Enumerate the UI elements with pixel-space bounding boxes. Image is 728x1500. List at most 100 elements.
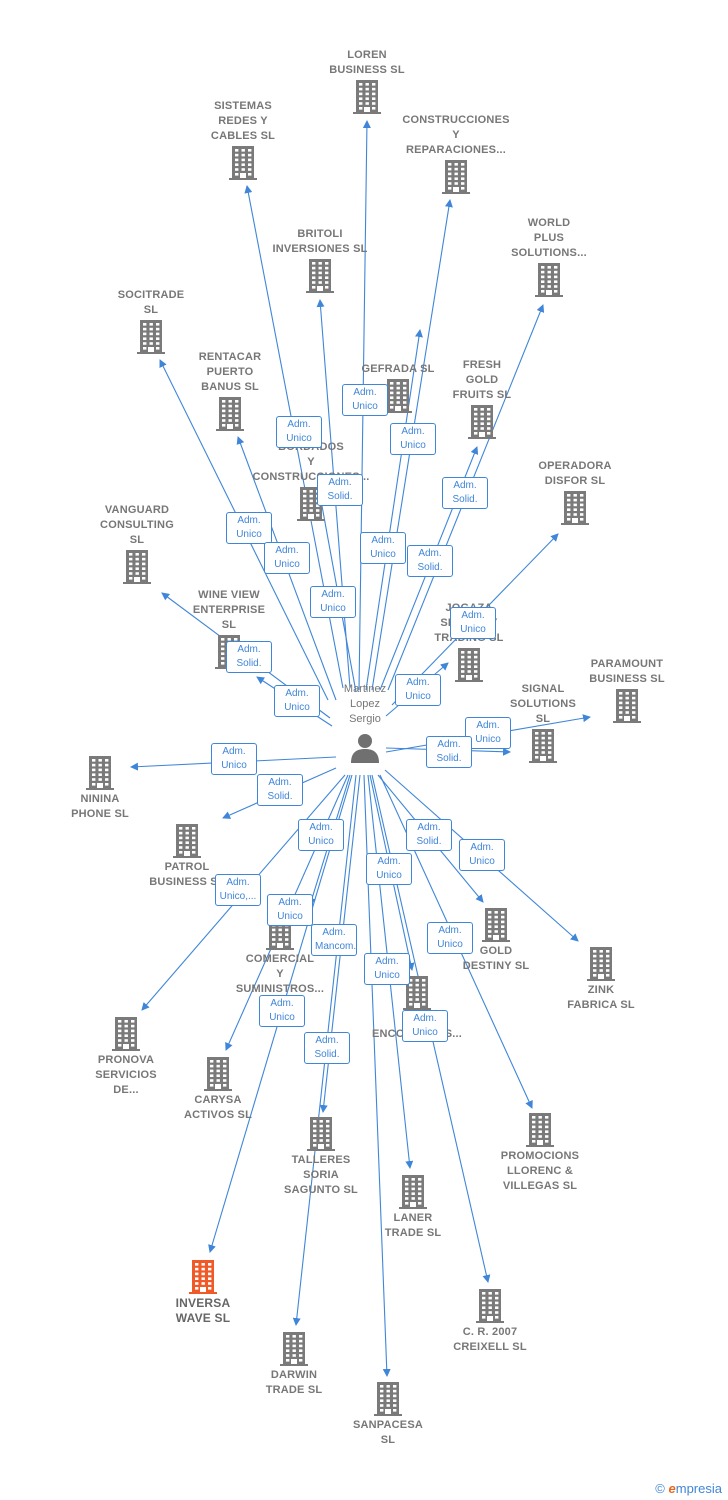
building-icon	[137, 320, 165, 354]
company-label: PRONOVA SERVICIOS DE...	[95, 1054, 157, 1096]
company-label: SANPACESA SL	[352, 1419, 424, 1446]
role-badge[interactable]: Adm. Unico	[211, 743, 257, 775]
company-node-sistemas[interactable]: SISTEMAS REDES Y CABLES SL	[178, 99, 308, 182]
company-node-gold[interactable]: GOLD DESTINY SL	[431, 906, 561, 974]
center-person-label: Martinez Lopez Sergio	[343, 683, 387, 725]
edge-7	[365, 329, 423, 691]
role-badge[interactable]: Adm. Unico	[360, 532, 406, 564]
role-badge[interactable]: Adm. Unico	[259, 995, 305, 1027]
role-badge[interactable]: Adm. Solid.	[426, 736, 472, 768]
role-badge[interactable]: Adm. Unico	[342, 384, 388, 416]
company-node-ninina[interactable]: NININA PHONE SL	[35, 754, 165, 822]
role-badge[interactable]: Adm. Solid.	[226, 641, 272, 673]
building-icon	[535, 263, 563, 297]
role-badge[interactable]: Adm. Unico	[450, 607, 496, 639]
company-node-promociones[interactable]: PROMOCIONS LLORENC & VILLEGAS SL	[475, 1111, 605, 1194]
role-badge[interactable]: Adm. Unico	[364, 953, 410, 985]
company-node-laner[interactable]: LANER TRADE SL	[348, 1173, 478, 1241]
company-label: SOCITRADE SL	[117, 289, 185, 316]
role-badge[interactable]: Adm. Unico	[402, 1010, 448, 1042]
company-node-loren[interactable]: LOREN BUSINESS SL	[302, 48, 432, 116]
building-icon	[280, 1332, 308, 1366]
role-badge[interactable]: Adm. Unico	[298, 819, 344, 851]
building-icon	[123, 550, 151, 584]
building-icon	[216, 397, 244, 431]
role-badge[interactable]: Adm. Solid.	[317, 474, 363, 506]
company-node-operadora[interactable]: OPERADORA DISFOR SL	[510, 459, 640, 527]
building-icon	[353, 80, 381, 114]
role-badge[interactable]: Adm. Mancom.	[311, 924, 357, 956]
company-label: NININA PHONE SL	[71, 793, 129, 820]
center-person-node[interactable]: Martinez Lopez Sergio	[330, 682, 400, 763]
role-badge[interactable]: Adm. Unico	[310, 586, 356, 618]
role-badge[interactable]: Adm. Solid.	[406, 819, 452, 851]
building-icon	[112, 1017, 140, 1051]
company-label: INVERSA WAVE SL	[175, 1296, 231, 1325]
brand-watermark: © empresia	[655, 1481, 722, 1496]
company-label: OPERADORA DISFOR SL	[538, 460, 612, 487]
role-badge[interactable]: Adm. Unico	[390, 423, 436, 455]
company-node-talleres[interactable]: TALLERES SORIA SAGUNTO SL	[256, 1115, 386, 1198]
building-icon	[307, 1117, 335, 1151]
company-node-pronova[interactable]: PRONOVA SERVICIOS DE...	[61, 1015, 191, 1098]
company-node-socitrade[interactable]: SOCITRADE SL	[86, 288, 216, 356]
role-badge[interactable]: Adm. Unico,...	[215, 874, 261, 906]
company-node-carysa[interactable]: CARYSA ACTIVOS SL	[153, 1055, 283, 1123]
company-node-britoli[interactable]: BRITOLI INVERSIONES SL	[255, 227, 385, 295]
building-icon	[561, 491, 589, 525]
company-node-sanpacesa[interactable]: SANPACESA SL	[323, 1380, 453, 1448]
company-node-gefrada[interactable]: GEFRADA SL	[333, 362, 463, 415]
company-node-fresh[interactable]: FRESH GOLD FRUITS SL	[417, 358, 547, 441]
company-label: LANER TRADE SL	[384, 1212, 442, 1239]
company-label: SIGNAL SOLUTIONS SL	[510, 683, 576, 725]
role-badge[interactable]: Adm. Solid.	[442, 477, 488, 509]
role-badge[interactable]: Adm. Unico	[427, 922, 473, 954]
company-label: COMERCIAL Y SUMINISTROS...	[235, 953, 325, 995]
building-icon	[476, 1289, 504, 1323]
building-icon	[468, 405, 496, 439]
building-icon	[399, 1175, 427, 1209]
role-badge[interactable]: Adm. Solid.	[407, 545, 453, 577]
company-node-paramount[interactable]: PARAMOUNT BUSINESS SL	[562, 657, 692, 725]
company-node-signal[interactable]: SIGNAL SOLUTIONS SL	[478, 682, 608, 765]
company-node-world[interactable]: WORLD PLUS SOLUTIONS...	[484, 216, 614, 299]
building-icon	[173, 824, 201, 858]
company-label: VANGUARD CONSULTING SL	[100, 504, 174, 546]
building-icon	[442, 160, 470, 194]
company-node-comercial[interactable]: COMERCIAL Y SUMINISTROS...	[215, 914, 345, 997]
building-icon	[526, 1113, 554, 1147]
building-icon	[529, 729, 557, 763]
building-icon	[229, 146, 257, 180]
role-badge[interactable]: Adm. Unico	[465, 717, 511, 749]
role-badge[interactable]: Adm. Unico	[395, 674, 441, 706]
company-label: GEFRADA SL	[361, 363, 435, 375]
company-label: ZINK FABRICA SL	[567, 984, 635, 1011]
company-label: PROMOCIONS LLORENC & VILLEGAS SL	[500, 1150, 580, 1192]
company-node-construcciones[interactable]: CONSTRUCCIONES Y REPARACIONES...	[391, 113, 521, 196]
company-node-vanguard[interactable]: VANGUARD CONSULTING SL	[72, 503, 202, 586]
building-icon	[374, 1382, 402, 1416]
company-label: LOREN BUSINESS SL	[329, 49, 405, 76]
company-label: DARWIN TRADE SL	[265, 1369, 323, 1396]
role-badge[interactable]: Adm. Solid.	[304, 1032, 350, 1064]
role-badge[interactable]: Adm. Unico	[274, 685, 320, 717]
company-node-zink[interactable]: ZINK FABRICA SL	[536, 945, 666, 1013]
role-badge[interactable]: Adm. Unico	[276, 416, 322, 448]
role-badge[interactable]: Adm. Unico	[459, 839, 505, 871]
company-label: BRITOLI INVERSIONES SL	[272, 228, 368, 255]
company-label: C. R. 2007 CREIXELL SL	[453, 1326, 527, 1353]
role-badge[interactable]: Adm. Unico	[366, 853, 412, 885]
company-node-inversa[interactable]: INVERSA WAVE SL	[138, 1258, 268, 1326]
building-icon	[403, 976, 431, 1010]
role-badge[interactable]: Adm. Unico	[226, 512, 272, 544]
role-badge[interactable]: Adm. Unico	[267, 894, 313, 926]
company-label: TALLERES SORIA SAGUNTO SL	[284, 1154, 358, 1196]
building-icon	[306, 259, 334, 293]
role-badge[interactable]: Adm. Unico	[264, 542, 310, 574]
copyright-symbol: ©	[655, 1481, 665, 1496]
role-badge[interactable]: Adm. Solid.	[257, 774, 303, 806]
company-node-darwin[interactable]: DARWIN TRADE SL	[229, 1330, 359, 1398]
company-label: WORLD PLUS SOLUTIONS...	[511, 217, 587, 259]
company-node-creixell[interactable]: C. R. 2007 CREIXELL SL	[425, 1287, 555, 1355]
company-node-rentacar[interactable]: RENTACAR PUERTO BANUS SL	[165, 350, 295, 433]
